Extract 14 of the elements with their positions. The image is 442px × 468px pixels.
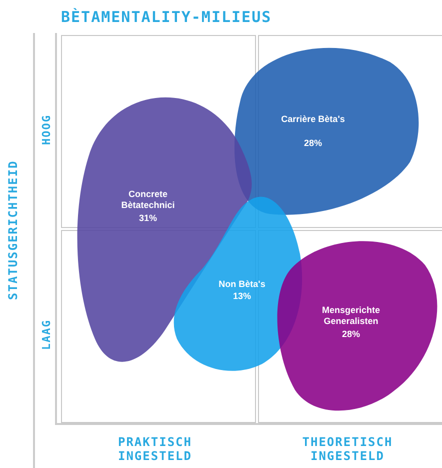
segment-name: Concrete Bètatechnici	[120, 189, 176, 211]
axis-label: HOOG	[40, 114, 54, 148]
axis-label: STATUSGERICHTHEID	[6, 159, 21, 302]
axis-label: THEORETISCH INGESTELD	[301, 435, 394, 463]
axis-label: LAAG	[40, 318, 54, 352]
segment-percentage: 13%	[232, 291, 252, 302]
axis-label: PRAKTISCH INGESTELD	[116, 435, 194, 463]
segment-name: Mensgerichte Generalisten	[320, 305, 382, 327]
segment-name: Carrière Bèta's	[280, 114, 346, 125]
chart-title: BÈTAMENTALITY-MILIEUS	[61, 8, 272, 26]
segment-percentage: 31%	[138, 213, 158, 224]
segment-name: Non Bèta's	[218, 279, 266, 290]
segment-percentage: 28%	[302, 138, 323, 149]
segment-percentage: 28%	[340, 329, 361, 340]
